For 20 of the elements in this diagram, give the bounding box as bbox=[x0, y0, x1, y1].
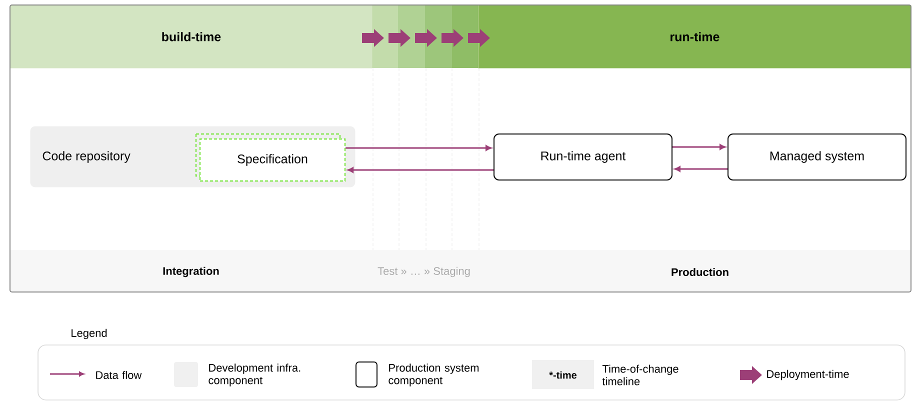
data-flow-arrow bbox=[346, 145, 492, 151]
stage-label: Integration bbox=[163, 266, 219, 278]
timeline-band: build-time bbox=[10, 5, 372, 68]
stage-label: Production bbox=[672, 268, 728, 276]
data-flow-arrow bbox=[347, 167, 494, 173]
legend-text: Data flow bbox=[96, 370, 142, 380]
timeline-band: run-time bbox=[478, 5, 912, 68]
legend-text: Deployment-time bbox=[767, 370, 849, 380]
component-box: Run-time agent bbox=[494, 134, 672, 180]
data-flow-arrow bbox=[672, 144, 726, 150]
component-box: Managed system bbox=[728, 134, 906, 180]
data-flow-arrow bbox=[674, 166, 728, 172]
stage-label: Test » … » Staging bbox=[378, 266, 470, 278]
legend-text: Time-of-change timeline bbox=[602, 364, 678, 386]
legend-text: Development infra. component bbox=[208, 364, 300, 386]
specification-box: Specification bbox=[195, 133, 346, 182]
legend-title: Legend bbox=[64, 326, 114, 342]
box-label: Code repository bbox=[42, 151, 130, 163]
legend-sample-text: *-time bbox=[549, 371, 577, 379]
legend-text: Production system component bbox=[388, 364, 479, 386]
